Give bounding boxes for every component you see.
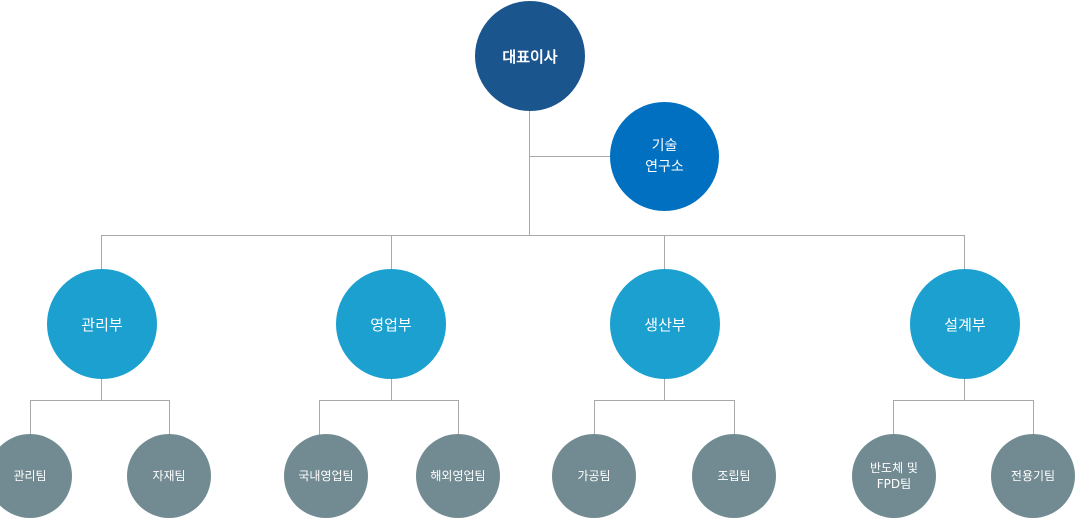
connector-team-drop (319, 400, 320, 440)
node-department-label: 관리부 (81, 315, 123, 334)
node-department: 관리부 (47, 269, 157, 379)
node-team-label: 국내영업팀 (298, 469, 354, 483)
node-team-label: 자재팀 (152, 469, 186, 483)
connector-team-bus (594, 400, 735, 401)
connector-team-drop (1033, 400, 1034, 440)
connector-team-stem (964, 376, 965, 400)
node-ceo-label: 대표이사 (502, 47, 558, 66)
node-team: 조립팀 (692, 434, 776, 518)
node-department-label: 영업부 (370, 315, 412, 334)
connector-team-drop (30, 400, 31, 440)
node-department: 영업부 (336, 269, 446, 379)
connector-team-drop (458, 400, 459, 440)
node-team: 가공팀 (552, 434, 636, 518)
node-team: 관리팀 (0, 434, 72, 518)
node-team: 전용기팀 (991, 434, 1075, 518)
connector-team-drop (169, 400, 170, 440)
connector-team-stem (664, 376, 665, 400)
node-department: 생산부 (610, 269, 720, 379)
connector-dept-drop (664, 235, 665, 270)
node-team: 국내영업팀 (284, 434, 368, 518)
connector-team-bus (319, 400, 459, 401)
node-lab: 기술 연구소 (610, 102, 719, 211)
connector-lab (529, 156, 613, 157)
connector-team-drop (594, 400, 595, 440)
node-team-label: 관리팀 (13, 469, 47, 483)
connector-team-drop (893, 400, 894, 440)
node-team-label: 가공팀 (577, 469, 611, 483)
connector-team-bus (893, 400, 1034, 401)
node-lab-label: 기술 연구소 (645, 137, 684, 175)
node-team-label: 해외영업팀 (430, 469, 486, 483)
node-department: 설계부 (910, 269, 1020, 379)
connector-dept-drop (964, 235, 965, 270)
connector-team-bus (30, 400, 170, 401)
connector-ceo-trunk (529, 108, 530, 235)
node-team: 반도체 및 FPD팀 (852, 434, 936, 518)
node-team: 자재팀 (127, 434, 211, 518)
connector-team-stem (101, 376, 102, 400)
connector-dept-drop (391, 235, 392, 270)
node-ceo: 대표이사 (475, 1, 585, 111)
node-team-label: 전용기팀 (1010, 469, 1056, 483)
connector-team-stem (391, 376, 392, 400)
node-team-label: 반도체 및 FPD팀 (870, 461, 918, 491)
node-department-label: 설계부 (944, 315, 986, 334)
node-team-label: 조립팀 (717, 469, 751, 483)
connector-department-bus (101, 235, 965, 236)
connector-dept-drop (101, 235, 102, 270)
node-department-label: 생산부 (644, 315, 686, 334)
node-team: 해외영업팀 (416, 434, 500, 518)
connector-team-drop (734, 400, 735, 440)
